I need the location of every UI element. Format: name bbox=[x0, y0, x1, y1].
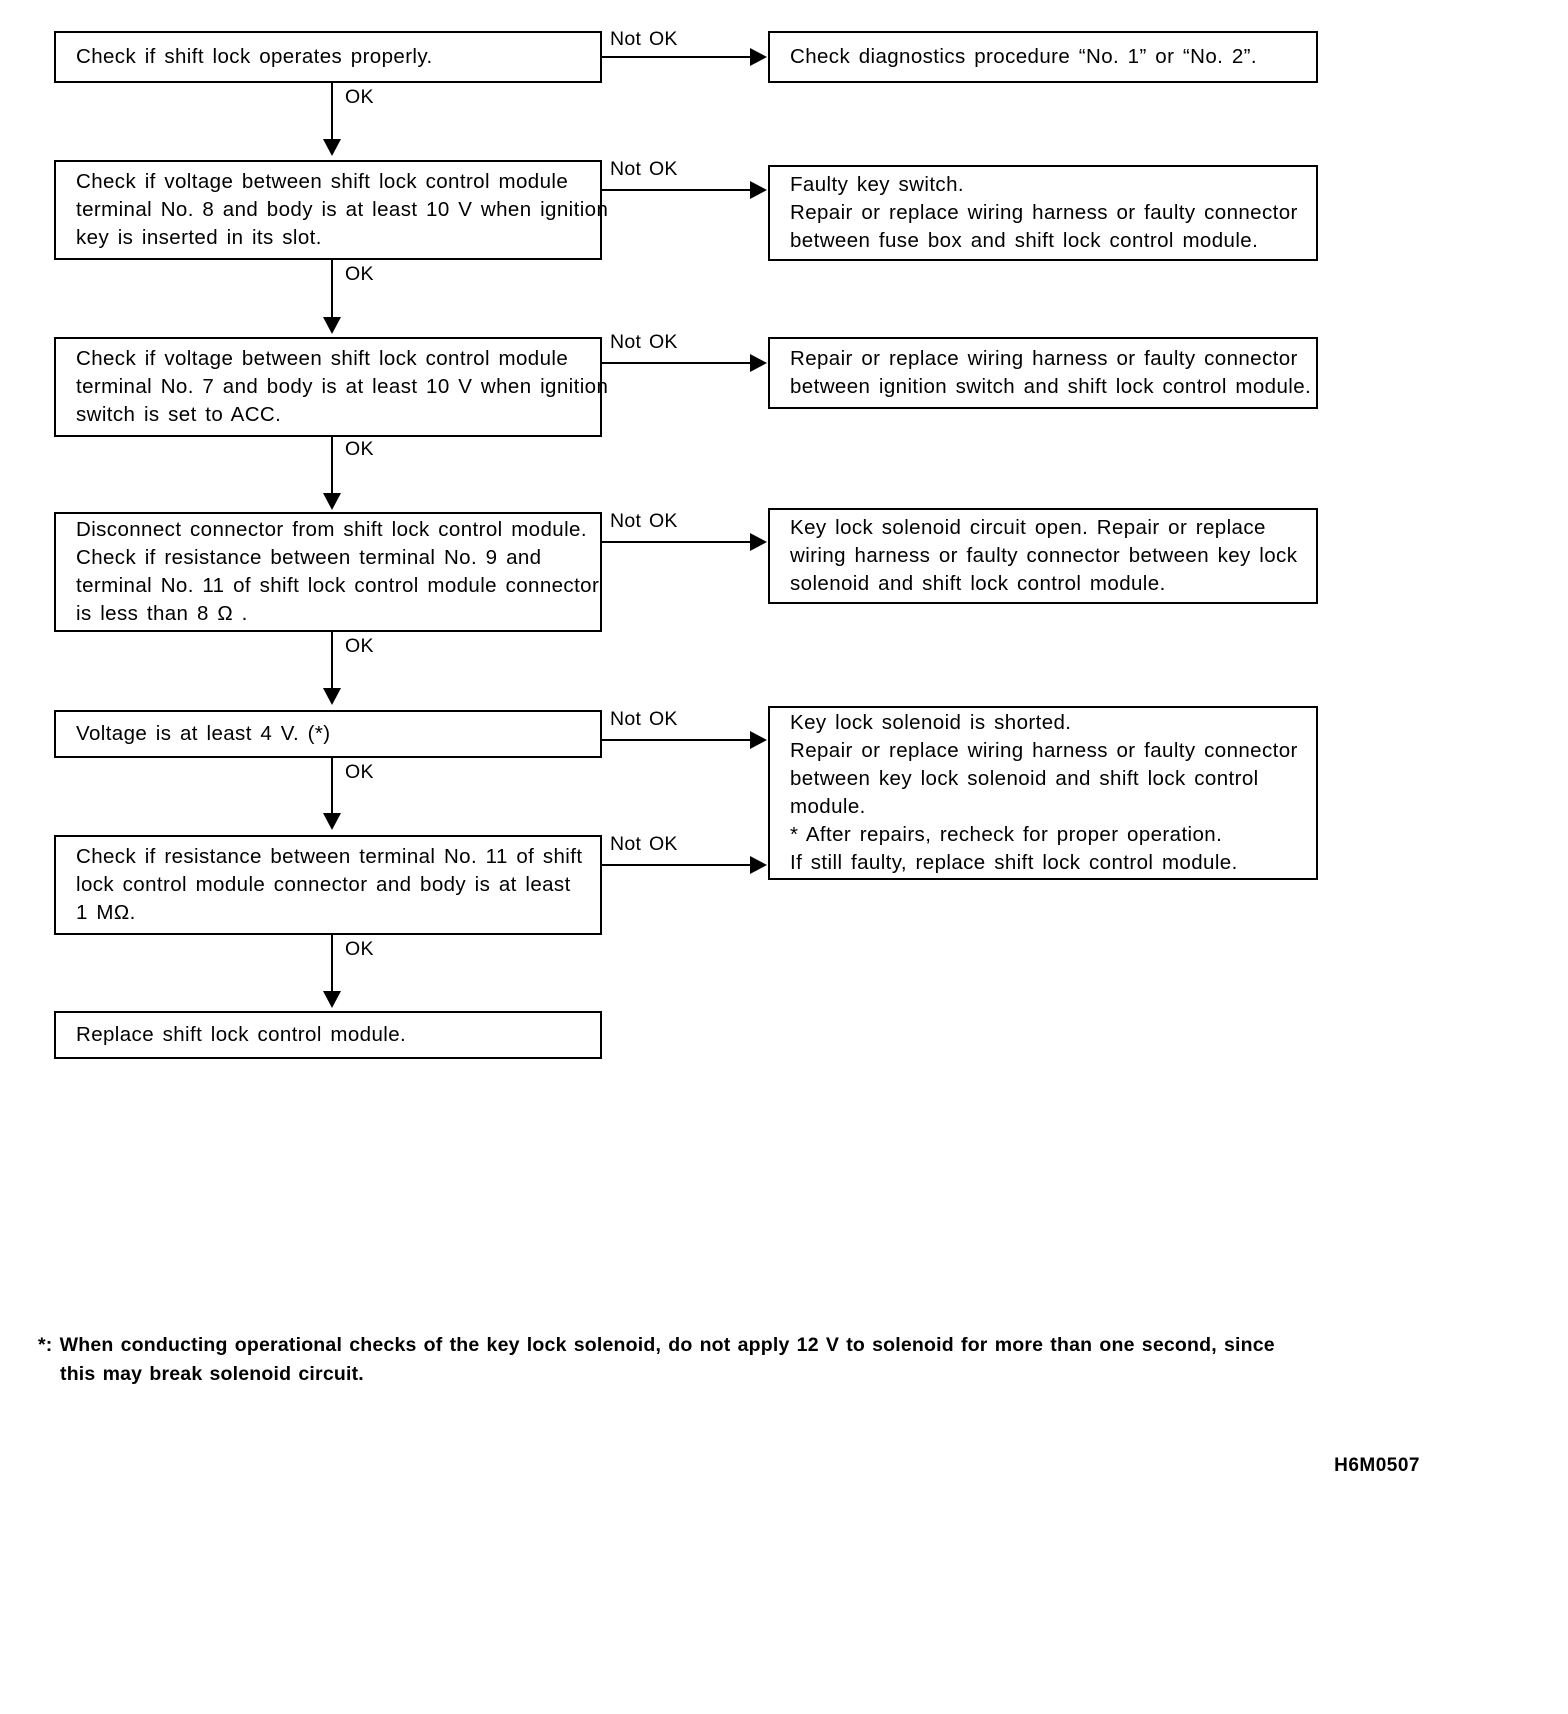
outcome-4-line-2: wiring harness or faulty connector betwe… bbox=[790, 544, 1298, 568]
outcome-2-line-3: between fuse box and shift lock control … bbox=[790, 228, 1259, 252]
outcome-5-line-3: between key lock solenoid and shift lock… bbox=[790, 767, 1259, 791]
outcome-2-line-2: Repair or replace wiring harness or faul… bbox=[790, 201, 1298, 225]
step-3-line-1: Check if voltage between shift lock cont… bbox=[76, 347, 569, 371]
step-2-line-3: key is inserted in its slot. bbox=[76, 225, 322, 249]
figure-code: H6M0507 bbox=[1334, 1455, 1420, 1476]
connector-step5-to-step6 bbox=[331, 758, 333, 817]
outcome-box-2: Faulty key switch. Repair or replace wir… bbox=[768, 165, 1318, 261]
step-3-line-3: switch is set to ACC. bbox=[76, 402, 282, 426]
connector-step4-to-outcome4 bbox=[600, 541, 752, 543]
edge-label-not-ok-6: Not OK bbox=[610, 833, 678, 855]
outcome-4-line-3: solenoid and shift lock control module. bbox=[790, 571, 1166, 595]
arrowhead-step5-to-outcome5 bbox=[750, 731, 767, 749]
outcome-5-line-6: If still faulty, replace shift lock cont… bbox=[790, 850, 1238, 874]
arrowhead-step1-to-outcome1 bbox=[750, 48, 767, 66]
connector-step3-branch-riser bbox=[600, 337, 602, 364]
connector-step6-to-step7 bbox=[331, 935, 333, 995]
step-box-2: Check if voltage between shift lock cont… bbox=[54, 160, 609, 260]
step-box-7: Replace shift lock control module. bbox=[54, 1011, 602, 1059]
step-4-line-4: is less than 8 Ω . bbox=[76, 601, 248, 625]
edge-label-not-ok-5: Not OK bbox=[610, 708, 678, 730]
connector-step1-to-step2 bbox=[331, 83, 333, 143]
arrowhead-step3-to-step4 bbox=[323, 493, 341, 510]
connector-step6-to-outcome5 bbox=[600, 864, 752, 866]
step-3-line-2: terminal No. 7 and body is at least 10 V… bbox=[76, 375, 609, 399]
arrowhead-step2-to-step3 bbox=[323, 317, 341, 334]
outcome-box-1: Check diagnostics procedure “No. 1” or “… bbox=[768, 31, 1318, 83]
outcome-5-line-1: Key lock solenoid is shorted. bbox=[790, 711, 1072, 735]
arrowhead-step4-to-outcome4 bbox=[750, 533, 767, 551]
arrowhead-step6-to-outcome5 bbox=[750, 856, 767, 874]
step-box-5: Voltage is at least 4 V. (*) bbox=[54, 710, 602, 758]
edge-label-not-ok-4: Not OK bbox=[610, 510, 678, 532]
connector-step4-branch-riser bbox=[600, 512, 602, 543]
arrowhead-step2-to-outcome2 bbox=[750, 181, 767, 199]
step-box-3: Check if voltage between shift lock cont… bbox=[54, 337, 609, 437]
arrowhead-step5-to-step6 bbox=[323, 813, 341, 830]
step-6-line-2: lock control module connector and body i… bbox=[76, 873, 571, 897]
connector-step4-to-step5 bbox=[331, 632, 333, 692]
step-7-line-1: Replace shift lock control module. bbox=[76, 1023, 407, 1047]
outcome-5-line-4: module. bbox=[790, 795, 866, 818]
outcome-box-3: Repair or replace wiring harness or faul… bbox=[768, 337, 1318, 409]
edge-label-not-ok-3: Not OK bbox=[610, 331, 678, 353]
footnote-line-2: this may break solenoid circuit. bbox=[60, 1363, 364, 1386]
connector-step1-to-outcome1 bbox=[600, 56, 752, 58]
step-4-line-1: Disconnect connector from shift lock con… bbox=[76, 518, 587, 542]
connector-step2-to-step3 bbox=[331, 260, 333, 321]
outcome-box-5: Key lock solenoid is shorted. Repair or … bbox=[768, 706, 1318, 880]
edge-label-ok-1: OK bbox=[345, 86, 374, 108]
edge-label-ok-5: OK bbox=[345, 761, 374, 783]
connector-step3-to-step4 bbox=[331, 437, 333, 497]
arrowhead-step3-to-outcome3 bbox=[750, 354, 767, 372]
edge-label-ok-6: OK bbox=[345, 938, 374, 960]
arrowhead-step1-to-step2 bbox=[323, 139, 341, 156]
step-box-4: Disconnect connector from shift lock con… bbox=[54, 512, 602, 632]
edge-label-ok-4: OK bbox=[345, 635, 374, 657]
connector-step6-branch-riser bbox=[600, 835, 602, 866]
outcome-3-line-2: between ignition switch and shift lock c… bbox=[790, 375, 1312, 398]
edge-label-ok-2: OK bbox=[345, 263, 374, 285]
step-2-line-2: terminal No. 8 and body is at least 10 V… bbox=[76, 198, 609, 222]
step-5-line-1: Voltage is at least 4 V. (*) bbox=[76, 722, 331, 746]
connector-step5-to-outcome5 bbox=[600, 739, 752, 741]
connector-step3-to-outcome3 bbox=[600, 362, 752, 364]
connector-step5-branch-riser bbox=[600, 710, 602, 741]
outcome-2-line-1: Faulty key switch. bbox=[790, 173, 964, 197]
outcome-4-line-1: Key lock solenoid circuit open. Repair o… bbox=[790, 516, 1266, 540]
outcome-box-4: Key lock solenoid circuit open. Repair o… bbox=[768, 508, 1318, 604]
edge-label-ok-3: OK bbox=[345, 438, 374, 460]
outcome-3-line-1: Repair or replace wiring harness or faul… bbox=[790, 347, 1298, 371]
outcome-5-line-2: Repair or replace wiring harness or faul… bbox=[790, 739, 1298, 763]
step-box-1: Check if shift lock operates properly. bbox=[54, 31, 602, 83]
connector-step2-branch-riser bbox=[600, 160, 602, 191]
outcome-1-line-1: Check diagnostics procedure “No. 1” or “… bbox=[790, 45, 1257, 69]
arrowhead-step6-to-step7 bbox=[323, 991, 341, 1008]
step-1-line-1: Check if shift lock operates properly. bbox=[76, 45, 433, 69]
arrowhead-step4-to-step5 bbox=[323, 688, 341, 705]
outcome-5-line-5: * After repairs, recheck for proper oper… bbox=[790, 822, 1223, 846]
step-4-line-2: Check if resistance between terminal No.… bbox=[76, 546, 542, 570]
step-6-line-1: Check if resistance between terminal No.… bbox=[76, 845, 583, 869]
step-6-line-3: 1 MΩ. bbox=[76, 900, 136, 924]
connector-step1-branch-riser bbox=[600, 31, 602, 57]
step-2-line-1: Check if voltage between shift lock cont… bbox=[76, 170, 569, 194]
step-box-6: Check if resistance between terminal No.… bbox=[54, 835, 602, 935]
footnote: *: When conducting operational checks of… bbox=[38, 1331, 1378, 1390]
step-4-line-3: terminal No. 11 of shift lock control mo… bbox=[76, 574, 600, 597]
connector-step2-to-outcome2 bbox=[600, 189, 752, 191]
edge-label-not-ok-1: Not OK bbox=[610, 28, 678, 50]
footnote-line-1: *: When conducting operational checks of… bbox=[38, 1334, 1275, 1356]
edge-label-not-ok-2: Not OK bbox=[610, 158, 678, 180]
